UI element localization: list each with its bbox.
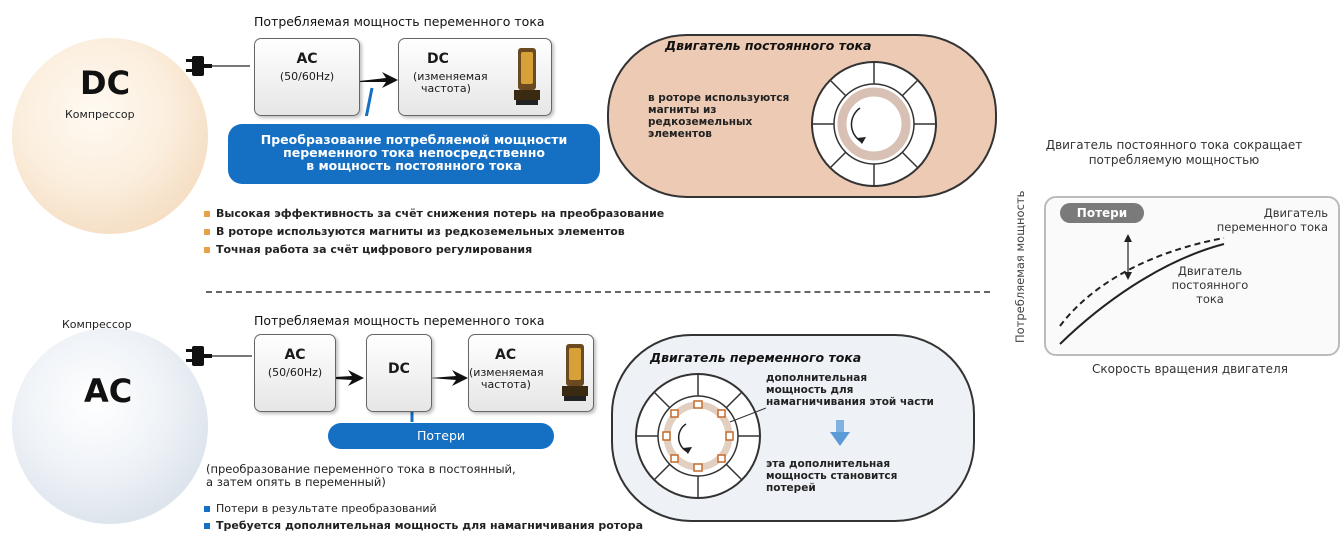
section-divider: [206, 291, 990, 293]
plug-icon: [186, 346, 212, 366]
graph-loss-badge: Потери: [1060, 203, 1144, 223]
dc-pill-line2: переменного тока непосредственно: [283, 145, 545, 160]
ac-conversion-note-1: (преобразование переменного тока в посто…: [206, 462, 516, 476]
ac-motor-note-2a: эта дополнительная: [766, 458, 891, 470]
graph-ac-label-2: переменного тока: [1216, 220, 1328, 234]
dc-box-dc-sub1: (изменяемая: [413, 70, 488, 83]
dc-motor-title: Двигатель постоянного тока: [665, 38, 872, 53]
ac-motor-note-1b: мощность для: [766, 384, 854, 396]
graph-caption-1: Двигатель постоянного тока сокращает: [1045, 138, 1303, 152]
dc-motor-note-4: элементов: [648, 128, 712, 140]
dc-motor-note-2: магниты из: [648, 104, 717, 116]
dc-bullet-2-text: В роторе используются магниты из редкозе…: [216, 225, 625, 238]
dc-motor-note-3: редкоземельных: [648, 116, 753, 128]
ac-compressor-sphere: [12, 328, 208, 524]
ac-compressor-label: Компрессор: [62, 318, 132, 331]
dc-bullet-1: Высокая эффективность за счёт снижения п…: [204, 207, 664, 220]
graph-dc-label-3: тока: [1196, 292, 1224, 306]
ac-conversion-note: (преобразование переменного тока в посто…: [206, 463, 516, 489]
graph-caption-2: потребляемую мощностью: [1088, 153, 1260, 167]
ac-box-ac-in-title: AC: [284, 347, 306, 363]
dc-pill-line3: в мощность постоянного тока: [306, 158, 522, 173]
graph-ylabel-wrap: Потребляемая мощность: [1010, 190, 1030, 356]
dc-compressor-label: Компрессор: [65, 108, 135, 121]
ac-box-ac-out-sub1: (изменяемая: [469, 366, 544, 379]
ac-bullet-1-text: Потери в результате преобразований: [216, 502, 437, 515]
ac-bullet-1: Потери в результате преобразований: [204, 502, 437, 515]
dc-motor-note: в роторе используются магниты из редкозе…: [648, 92, 789, 140]
graph-dc-label: Двигатель постоянного тока: [1160, 264, 1260, 306]
graph-ac-label-1: Двигатель: [1263, 206, 1328, 220]
arrow-down-icon: [830, 420, 850, 446]
ac-box-ac-in: AC (50/60Hz): [254, 334, 336, 412]
graph-ac-label: Двигатель переменного тока: [1186, 206, 1328, 234]
ac-conversion-note-2: а затем опять в переменный): [206, 475, 386, 489]
dc-compressor-sphere: [12, 38, 208, 234]
dc-rotor-diagram: [811, 61, 937, 187]
ac-box-dc: DC: [366, 334, 432, 412]
ac-motor-note-1a: дополнительная: [766, 372, 868, 384]
compressor-unit-icon: [562, 344, 588, 401]
dc-box-ac-title: AC: [296, 51, 318, 67]
graph-caption: Двигатель постоянного тока сокращает пот…: [1010, 138, 1338, 168]
ac-bullet-2-text: Требуется дополнительная мощность для на…: [216, 519, 644, 532]
plug-icon: [186, 56, 212, 76]
ac-box-dc-title: DC: [388, 361, 410, 377]
ac-bullet-2: Требуется дополнительная мощность для на…: [204, 519, 643, 532]
ac-rotor-diagram: [635, 373, 766, 499]
dc-bullet-2: В роторе используются магниты из редкозе…: [204, 225, 625, 238]
ac-loss-pill: Потери: [328, 423, 554, 449]
graph-xlabel: Скорость вращения двигателя: [1092, 362, 1288, 376]
dc-bullet-1-text: Высокая эффективность за счёт снижения п…: [216, 207, 665, 220]
ac-motor-note-2b: мощность становится: [766, 470, 898, 482]
dc-box-dc-title: DC: [427, 51, 449, 67]
dc-header: Потребляемая мощность переменного тока: [254, 14, 545, 29]
graph-ylabel: Потребляемая мощность: [1013, 190, 1027, 343]
dc-bullet-3-text: Точная работа за счёт цифрового регулиро…: [216, 243, 533, 256]
dc-box-ac-sub: (50/60Hz): [279, 70, 335, 83]
ac-motor-title: Двигатель переменного тока: [650, 350, 862, 365]
ac-compressor-title: AC: [84, 372, 133, 410]
ac-motor-note-2: эта дополнительная мощность становится п…: [766, 458, 897, 494]
dc-pill-line1: Преобразование потребляемой мощности: [260, 132, 568, 147]
dc-motor-note-1: в роторе используются: [648, 92, 790, 104]
dc-box-dc-sub2: частота): [421, 82, 471, 95]
ac-header: Потребляемая мощность переменного тока: [254, 313, 545, 328]
dc-flow-lines: [186, 56, 398, 116]
ac-motor-note-2c: потерей: [766, 482, 816, 494]
graph-dc-label-2: постоянного: [1171, 278, 1249, 292]
dc-compressor-title: DC: [80, 64, 131, 102]
dc-bullet-3: Точная работа за счёт цифрового регулиро…: [204, 243, 532, 256]
dc-conversion-pill: Преобразование потребляемой мощности пер…: [228, 124, 600, 184]
ac-box-ac-out-title: AC: [495, 347, 517, 363]
ac-box-ac-in-sub: (50/60Hz): [267, 366, 323, 379]
compressor-unit-icon: [514, 48, 540, 105]
ac-motor-note-1: дополнительная мощность для намагничиван…: [766, 372, 934, 408]
ac-box-ac-out-sub2: частота): [481, 378, 531, 391]
graph-dc-label-1: Двигатель: [1177, 264, 1243, 278]
graph-curves: [1059, 234, 1225, 345]
ac-loss-pill-text: Потери: [416, 428, 466, 443]
dc-box-ac: AC (50/60Hz): [254, 38, 360, 116]
ac-motor-note-1c: намагничивания этой части: [766, 396, 934, 408]
